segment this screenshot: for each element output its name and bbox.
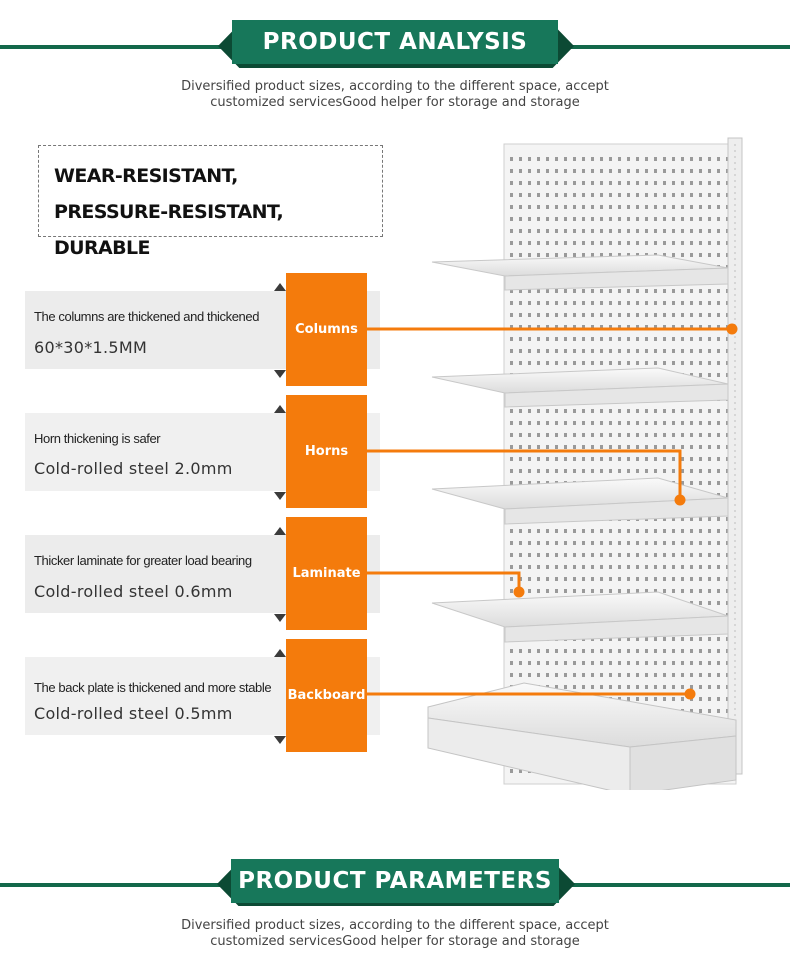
spec-description: Horn thickening is safer [34, 431, 161, 446]
spec-value: Cold-rolled steel 0.5mm [34, 704, 233, 723]
gondola-shelf-image [427, 137, 743, 790]
feature-line2: PRESSURE-RESISTANT, DURABLE [54, 201, 284, 259]
spec-description: The back plate is thickened and more sta… [34, 680, 272, 695]
spec-description: Thicker laminate for greater load bearin… [34, 553, 252, 568]
header-subtitle-line2: customized servicesGood helper for stora… [210, 95, 580, 110]
page-title: PRODUCT ANALYSIS [232, 20, 558, 64]
spec-value: Cold-rolled steel 2.0mm [34, 459, 233, 478]
corner-marker [274, 283, 286, 291]
corner-marker [274, 405, 286, 413]
shelf-1 [431, 254, 729, 291]
shelf-4 [431, 591, 729, 643]
feature-line1: WEAR-RESISTANT, [54, 165, 238, 187]
section-title-parameters: PRODUCT PARAMETERS [231, 859, 559, 903]
spec-label-columns: Columns [286, 273, 367, 386]
spec-label-horns: Horns [286, 395, 367, 508]
features-box: WEAR-RESISTANT, PRESSURE-RESISTANT, DURA… [38, 145, 383, 259]
base-shelf [427, 682, 737, 790]
shelf-3 [431, 477, 729, 525]
corner-marker [274, 492, 286, 500]
spec-label-laminate: Laminate [286, 517, 367, 630]
spec-value: Cold-rolled steel 0.6mm [34, 582, 233, 601]
spec-label-backboard: Backboard [286, 639, 367, 752]
footer-subtitle-line1: Diversified product sizes, according to … [181, 918, 609, 933]
corner-marker [274, 527, 286, 535]
footer-subtitle-line2: customized servicesGood helper for stora… [210, 934, 580, 949]
spec-value: 60*30*1.5MM [34, 338, 148, 357]
header-subtitle-line1: Diversified product sizes, according to … [181, 79, 609, 94]
corner-marker [274, 736, 286, 744]
corner-marker [274, 370, 286, 378]
corner-marker [274, 649, 286, 657]
corner-marker [274, 614, 286, 622]
shelf-2 [431, 367, 729, 408]
spec-description: The columns are thickened and thickened [34, 309, 260, 324]
